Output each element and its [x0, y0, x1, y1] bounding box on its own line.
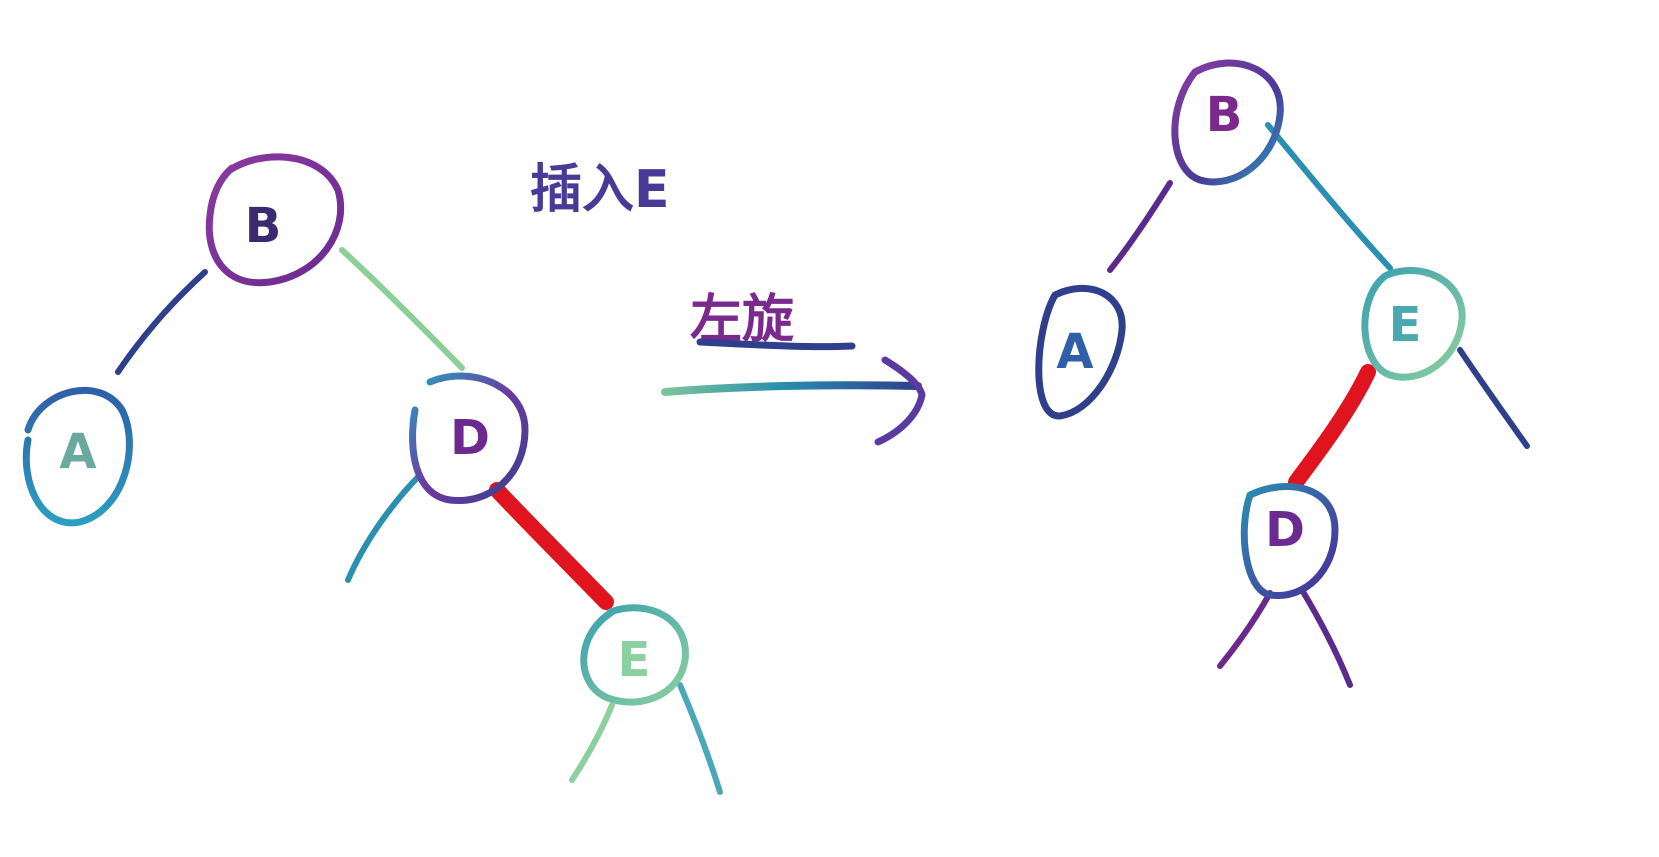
edge-d-left-child — [345, 472, 423, 583]
after-node-e: E — [1361, 267, 1466, 381]
after-node-b-label: B — [1206, 87, 1243, 143]
node-b-ring — [205, 153, 345, 287]
after-edge-d-right-child — [1299, 587, 1353, 688]
edge-e-left-child — [569, 702, 615, 783]
after-edge-e-d-red — [1288, 364, 1376, 490]
node-b: B — [205, 153, 345, 287]
after-edge-e-right-child — [1457, 347, 1530, 449]
after-edge-d-left-child — [1217, 590, 1273, 669]
edge-d-e-red — [489, 482, 614, 610]
node-d: D — [409, 372, 529, 505]
node-e-label: E — [618, 632, 651, 688]
node-e: E — [580, 604, 689, 706]
after-node-d: D — [1240, 483, 1339, 600]
node-a: A — [22, 386, 133, 527]
edge-b-a — [115, 269, 208, 375]
after-node-a-label: A — [1056, 324, 1093, 380]
after-node-b-ring — [1171, 59, 1284, 186]
node-e-ring — [580, 604, 689, 706]
after-edge-b-e — [1265, 122, 1393, 271]
after-node-e-ring — [1361, 267, 1466, 381]
after-tree: B A E D — [1035, 59, 1530, 688]
arrow-shaft — [661, 381, 922, 396]
annotations: 插入E 左旋 — [530, 160, 926, 446]
after-node-b: B — [1171, 59, 1284, 186]
after-node-a-ring — [1035, 284, 1126, 420]
node-d-ring — [409, 372, 529, 505]
node-d-label: D — [450, 410, 490, 466]
after-node-d-label: D — [1265, 502, 1305, 558]
after-node-e-label: E — [1389, 297, 1422, 353]
node-a-ring — [22, 386, 133, 527]
before-tree: B A D E — [22, 153, 723, 795]
rotation-underline — [696, 338, 856, 351]
edge-e-right-child — [677, 682, 723, 795]
node-a-label: A — [59, 424, 96, 480]
node-b-label: B — [245, 198, 282, 254]
after-node-a: A — [1035, 284, 1126, 420]
edge-b-d — [339, 247, 465, 371]
insert-annotation: 插入E — [530, 160, 670, 220]
rotation-arrow — [661, 356, 926, 446]
arrow-head — [874, 356, 926, 446]
after-edge-b-a — [1107, 180, 1173, 273]
after-node-d-ring — [1240, 483, 1339, 600]
